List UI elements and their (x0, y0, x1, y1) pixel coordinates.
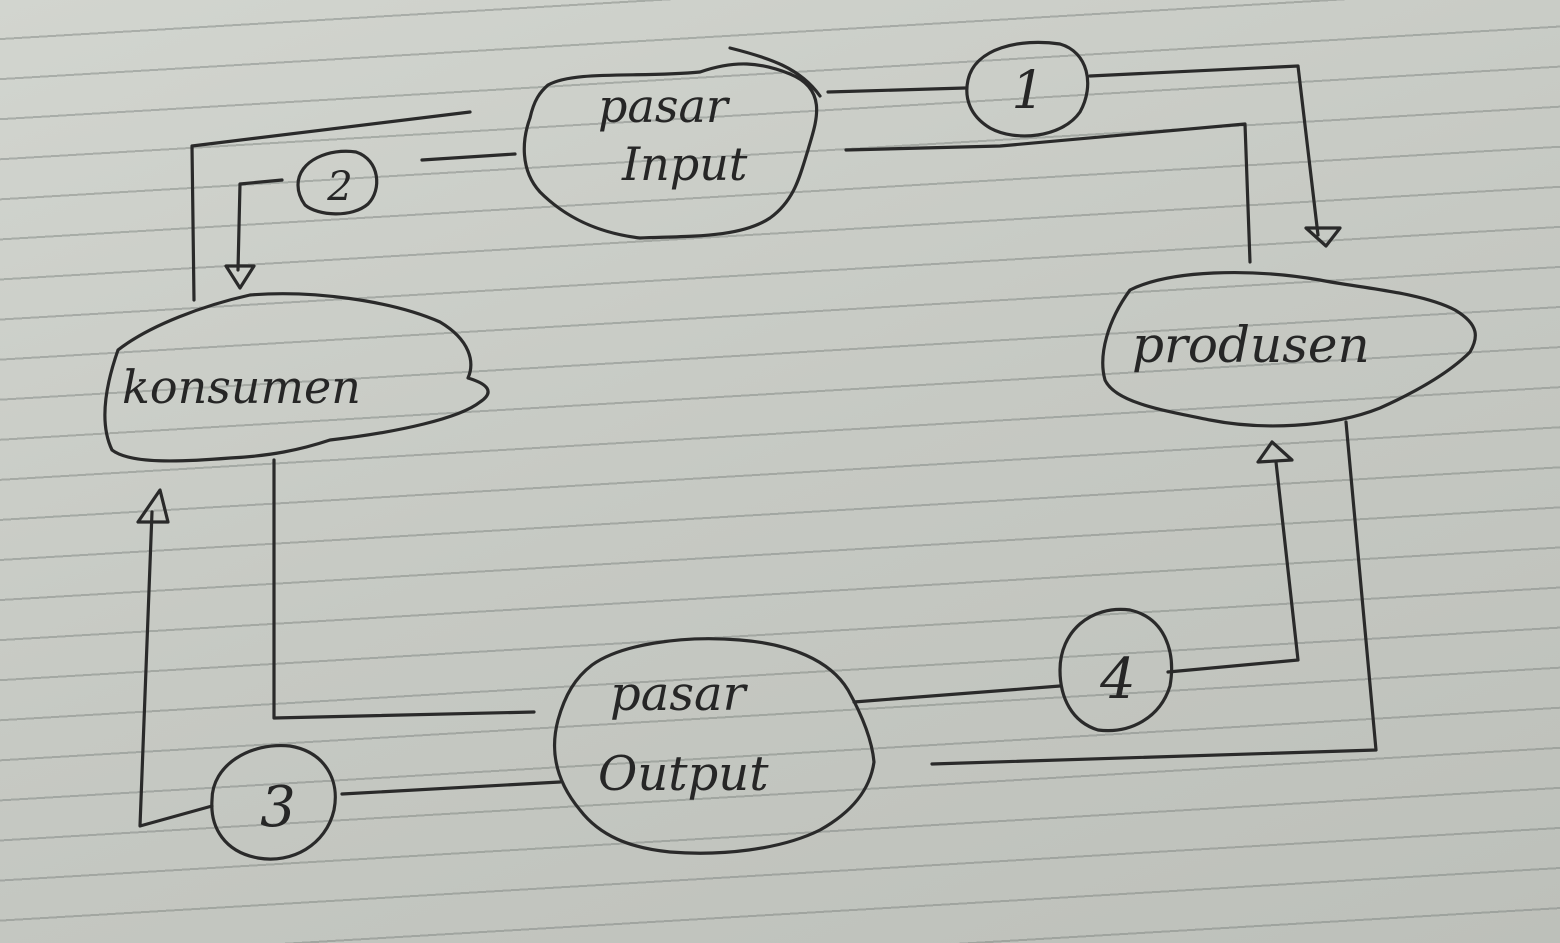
flow-2-label: 2 (326, 164, 352, 210)
pasar-input-label-line1: pasar (598, 79, 731, 133)
produsen-label: produsen (1132, 316, 1370, 374)
konsumen-node: konsumen (103, 292, 490, 463)
pasar-input-label-line2: Input (621, 137, 748, 191)
pasar-output-node: pasar Output (552, 637, 876, 855)
flow-3-marker: 3 (210, 743, 337, 861)
flow-3-label: 3 (260, 775, 296, 840)
flow-2-marker: 2 (296, 149, 379, 216)
pasar-output-label-line1: pasar (610, 666, 749, 722)
flow-4-label: 4 (1099, 647, 1136, 712)
flow-lines (136, 64, 1378, 828)
flow-4-marker: 4 (1058, 607, 1174, 733)
pasar-input-node: pasar Input (522, 46, 822, 240)
flow-1-marker: 1 (965, 40, 1090, 138)
produsen-node: produsen (1101, 271, 1477, 428)
konsumen-label: konsumen (122, 360, 361, 414)
flow-1-label: 1 (1011, 61, 1044, 121)
pasar-output-label-line2: Output (598, 746, 769, 802)
